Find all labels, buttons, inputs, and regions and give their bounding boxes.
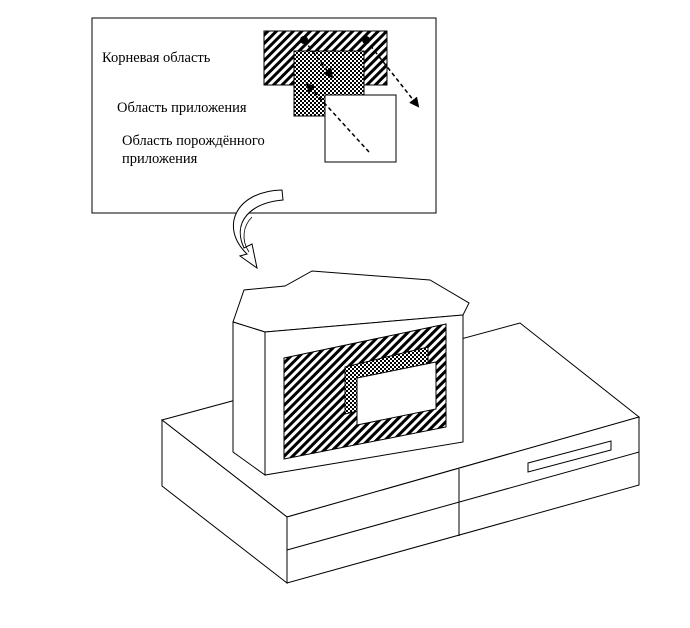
- label-child-app-area-line2: приложения: [122, 151, 198, 167]
- dashed-arrow: [365, 39, 420, 108]
- front-divider-line: [286, 451, 640, 551]
- label-child-app-area: Область порождённого: [122, 133, 265, 149]
- dashed-arrow: [305, 82, 370, 153]
- curved-arrow-icon: [232, 189, 284, 270]
- dashed-arrow: [303, 39, 334, 79]
- computer-illustration: [160, 270, 641, 585]
- child-app-area: [324, 94, 397, 163]
- drive-slot: [527, 440, 612, 473]
- label-root-area: Корневая область: [102, 50, 211, 66]
- label-app-area: Область приложения: [117, 100, 247, 116]
- system-unit-side: [161, 418, 288, 585]
- schema-panel: Корневая область Область приложения Обла…: [91, 17, 437, 214]
- monitor-side: [232, 321, 266, 476]
- monitor-screen-child-area: [356, 361, 437, 426]
